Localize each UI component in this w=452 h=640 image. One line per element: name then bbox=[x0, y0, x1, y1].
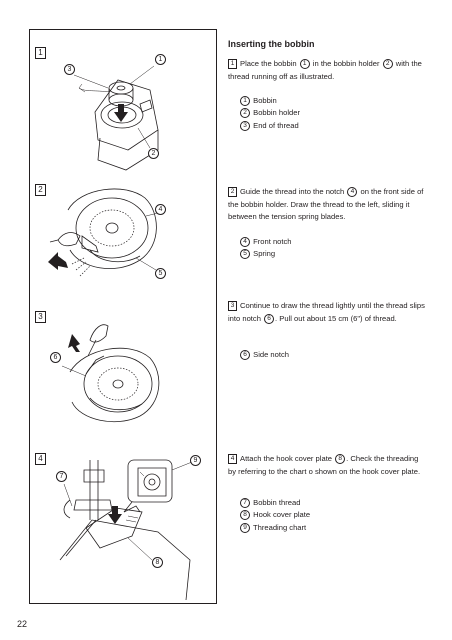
step-1-number: 1 bbox=[228, 59, 237, 69]
step-1-text-c: with the thread running off as illustrat… bbox=[228, 59, 422, 81]
figure-4-label-bobbin-thread: 7 bbox=[56, 471, 67, 482]
figure-1-label-end-of-thread: 3 bbox=[64, 64, 75, 75]
figure-frame bbox=[29, 29, 217, 604]
legend-label: Spring bbox=[253, 249, 276, 259]
figure-step-3-number: 3 bbox=[35, 311, 46, 323]
legend-item: 9 Threading chart bbox=[239, 522, 310, 534]
step-2-text-b: on the front side of the bobbin holder. … bbox=[228, 187, 424, 221]
legend-item: 3 End of thread bbox=[239, 120, 300, 132]
legend-label: Bobbin bbox=[253, 96, 277, 105]
legend-number: 9 bbox=[240, 522, 250, 533]
figure-4-label-hook-cover-plate: 8 bbox=[152, 557, 163, 568]
step-4-text-a: Attach the hook cover plate bbox=[240, 454, 335, 463]
figure-4-label-threading-chart: 9 bbox=[190, 455, 201, 466]
figure-1-label-bobbin: 1 bbox=[155, 54, 166, 65]
legend-label: Hook cover plate bbox=[253, 510, 311, 520]
step-1-text-a: Place the bobbin bbox=[240, 59, 299, 68]
step-2-legend: 4 Front notch 5 Spring bbox=[239, 236, 292, 261]
figure-3-label-side-notch: 6 bbox=[50, 352, 61, 363]
figure-step-2-number: 2 bbox=[35, 184, 46, 196]
legend-label: Bobbin thread bbox=[253, 498, 301, 507]
legend-number: 3 bbox=[240, 120, 250, 131]
figure-2-label-front-notch: 4 bbox=[155, 204, 166, 215]
legend-item: 5 Spring bbox=[239, 248, 292, 260]
legend-label: End of thread bbox=[253, 120, 299, 130]
legend-number: 4 bbox=[240, 237, 250, 247]
figure-1-label-bobbin-holder: 2 bbox=[148, 148, 159, 159]
step-2-text-a: Guide the thread into the notch bbox=[240, 187, 347, 196]
legend-label: Side notch bbox=[253, 350, 290, 359]
legend-number: 6 bbox=[240, 350, 250, 360]
step-4-text-b: . Check the threading by referring to th… bbox=[228, 454, 421, 476]
step-1-legend: 1 Bobbin 2 Bobbin holder 3 End of thread bbox=[239, 95, 300, 132]
step-1-ref-bobbin: 1 bbox=[299, 59, 310, 69]
step-4-ref-hook-cover: 8 bbox=[335, 454, 346, 464]
legend-number: 8 bbox=[240, 510, 250, 521]
legend-number: 2 bbox=[240, 108, 250, 119]
step-3-number: 3 bbox=[228, 301, 237, 311]
legend-number: 7 bbox=[240, 498, 250, 508]
legend-item: 4 Front notch bbox=[239, 236, 292, 248]
legend-label: Bobbin holder bbox=[253, 108, 300, 118]
step-1-text-b: in the bobbin holder bbox=[310, 59, 382, 68]
figure-step-1-number: 1 bbox=[35, 47, 46, 59]
step-4-legend: 7 Bobbin thread 8 Hook cover plate 9 Thr… bbox=[239, 497, 310, 534]
legend-item: 1 Bobbin bbox=[239, 95, 300, 107]
step-2-ref-front-notch: 4 bbox=[347, 187, 358, 197]
legend-label: Threading chart bbox=[252, 522, 307, 532]
legend-item: 6 Side notch bbox=[239, 349, 289, 361]
section-title: Inserting the bobbin bbox=[228, 39, 315, 49]
page-number: 22 bbox=[17, 619, 28, 629]
step-3-legend: 6 Side notch bbox=[239, 349, 289, 361]
step-3-text-a: Continue to draw the thread lightly unti… bbox=[228, 301, 425, 323]
legend-item: 7 Bobbin thread bbox=[239, 497, 310, 509]
step-2-number: 2 bbox=[228, 187, 237, 197]
legend-number: 5 bbox=[240, 249, 250, 260]
legend-item: 2 Bobbin holder bbox=[239, 107, 300, 119]
legend-item: 8 Hook cover plate bbox=[239, 509, 310, 521]
step-4-number: 4 bbox=[228, 454, 237, 464]
figure-2-label-spring: 5 bbox=[155, 268, 166, 279]
legend-number: 1 bbox=[240, 96, 250, 106]
step-3-ref-side-notch: 6 bbox=[264, 313, 275, 324]
step-3-text-b: . Pull out about 15 cm (6") of thread. bbox=[275, 313, 397, 323]
legend-label: Front notch bbox=[253, 237, 292, 246]
figure-step-4-number: 4 bbox=[35, 453, 46, 465]
step-1-ref-holder: 2 bbox=[382, 59, 393, 69]
